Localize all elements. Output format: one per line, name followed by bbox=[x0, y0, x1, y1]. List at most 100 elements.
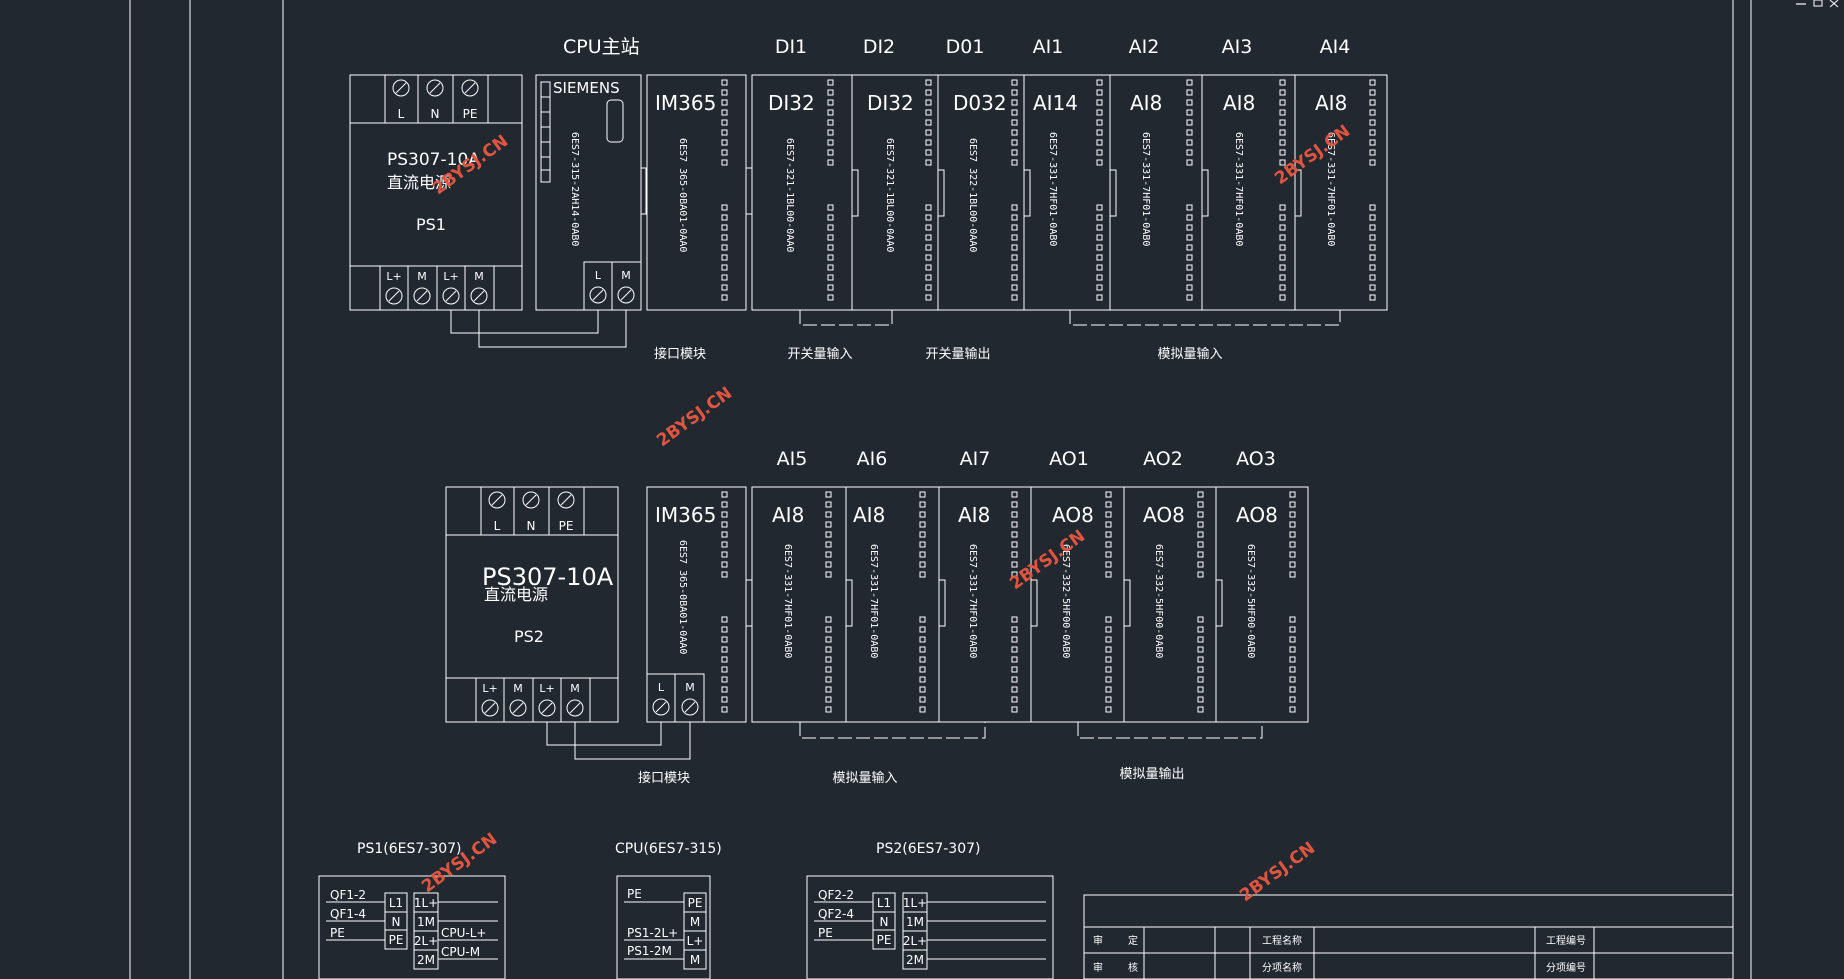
terminal-square bbox=[1105, 686, 1112, 693]
terminal-square bbox=[1011, 646, 1018, 653]
terminal-square bbox=[825, 551, 832, 558]
terminal-square bbox=[919, 551, 926, 558]
terminal-square bbox=[925, 294, 932, 301]
module-type: IM365 bbox=[655, 503, 716, 527]
term-label: L1 bbox=[877, 896, 891, 910]
terminal-square bbox=[721, 706, 728, 713]
terminal-square bbox=[1011, 561, 1018, 568]
term-label: 1L+ bbox=[903, 896, 927, 910]
group-label-ai: 模拟量输入 bbox=[832, 770, 897, 786]
ps2-out-m1: M bbox=[513, 682, 523, 695]
terminal-square bbox=[827, 284, 834, 291]
term-label: L+ bbox=[687, 934, 704, 948]
terminal-square bbox=[925, 264, 932, 271]
terminal-square bbox=[925, 79, 932, 86]
module-header: AO1 bbox=[1049, 448, 1089, 470]
terminal-square bbox=[1186, 284, 1193, 291]
terminal-square bbox=[825, 636, 832, 643]
terminal-square bbox=[1369, 129, 1376, 136]
terminal-square bbox=[919, 491, 926, 498]
terminal-square bbox=[919, 541, 926, 548]
wire-ps2-im-l bbox=[546, 722, 662, 746]
terminal-square bbox=[1096, 234, 1103, 241]
ps2-model: PS307-10A bbox=[482, 563, 614, 591]
screw-terminal bbox=[426, 79, 444, 97]
terminal-square bbox=[1011, 636, 1018, 643]
terminal-square bbox=[1105, 646, 1112, 653]
terminal-square bbox=[1186, 244, 1193, 251]
term-label: 1M bbox=[906, 915, 924, 929]
term-label: L1 bbox=[389, 896, 403, 910]
terminal-square bbox=[827, 234, 834, 241]
terminal-square bbox=[1279, 244, 1286, 251]
screw-terminal bbox=[652, 698, 670, 716]
ps2-module: L N PE PS307-10A 直流电源 PS2 L+ M L+ M bbox=[445, 486, 619, 723]
terminal-square bbox=[1369, 204, 1376, 211]
terminal-square bbox=[1105, 551, 1112, 558]
terminal-square bbox=[919, 616, 926, 623]
ps2-terminal-n: N bbox=[527, 519, 536, 533]
screw-terminal bbox=[681, 698, 699, 716]
terminal-square bbox=[925, 99, 932, 106]
module-header: D01 bbox=[946, 36, 985, 58]
screw-terminal bbox=[461, 79, 479, 97]
module-header: AI4 bbox=[1320, 36, 1351, 58]
terminal-square bbox=[1186, 79, 1193, 86]
term-label: 2L+ bbox=[903, 934, 927, 948]
terminal-square bbox=[827, 214, 834, 221]
wire-ps2-im-m bbox=[574, 722, 691, 760]
terminal-square bbox=[721, 666, 728, 673]
terminal-square bbox=[1011, 511, 1018, 518]
terminal-square bbox=[1011, 501, 1018, 508]
terminal-square bbox=[1105, 501, 1112, 508]
terminal-square bbox=[1011, 89, 1018, 96]
terminal-square bbox=[721, 109, 728, 116]
terminal-square bbox=[1011, 99, 1018, 106]
cpu-terminal-l: L bbox=[595, 269, 602, 282]
terminal-square bbox=[919, 571, 926, 578]
terminal-square bbox=[1197, 571, 1204, 578]
terminal-square bbox=[827, 254, 834, 261]
terminal-square bbox=[925, 244, 932, 251]
terminal-square bbox=[1011, 204, 1018, 211]
terminal-square bbox=[825, 511, 832, 518]
terminal-square bbox=[925, 149, 932, 156]
terminal-square bbox=[721, 149, 728, 156]
ps1-out-m2: M bbox=[474, 270, 484, 283]
terminal-square bbox=[721, 129, 728, 136]
rack2-terminal-columns bbox=[721, 491, 1296, 713]
wire-label: CPU-L+ bbox=[441, 926, 486, 940]
terminal-square bbox=[1186, 214, 1193, 221]
rack1: CPU主站 L N PE PS307-10A 直流电源 PS1 L+ M bbox=[349, 36, 1388, 362]
terminal-square bbox=[825, 676, 832, 683]
terminal-square bbox=[721, 616, 728, 623]
wire-label: QF1-2 bbox=[330, 888, 366, 902]
rack2-modules: AI5 AI8 6ES7-331-7HF01-0AB0 AI6 AI8 6ES7… bbox=[721, 448, 1309, 723]
terminal-square bbox=[919, 501, 926, 508]
terminal-square bbox=[1011, 224, 1018, 231]
wire-ps1-cpu-m bbox=[478, 310, 627, 348]
terminal-square bbox=[1105, 521, 1112, 528]
terminal-square bbox=[1369, 109, 1376, 116]
terminal-square bbox=[721, 89, 728, 96]
terminal-square bbox=[919, 686, 926, 693]
module-type: AI8 bbox=[853, 503, 885, 527]
terminal-square bbox=[1096, 119, 1103, 126]
terminal-square bbox=[1186, 204, 1193, 211]
terminal-square bbox=[721, 274, 728, 281]
terminal-square bbox=[919, 636, 926, 643]
terminal-square bbox=[827, 264, 834, 271]
drawing-frame bbox=[129, 0, 1752, 979]
wire-label: PS1-2L+ bbox=[627, 926, 678, 940]
term-label: 1M bbox=[417, 915, 435, 929]
window-controls[interactable] bbox=[1796, 0, 1839, 8]
terminal-square bbox=[1105, 666, 1112, 673]
ps1-terminal-pe: PE bbox=[463, 107, 478, 121]
watermark: 2BYSJ.CN bbox=[418, 829, 501, 897]
terminal-square bbox=[721, 531, 728, 538]
terminal-square bbox=[1186, 294, 1193, 301]
terminal-square bbox=[1197, 551, 1204, 558]
tb-cell: 工程名称 bbox=[1262, 934, 1302, 947]
terminal-square bbox=[1011, 264, 1018, 271]
screw-terminal bbox=[385, 287, 403, 305]
